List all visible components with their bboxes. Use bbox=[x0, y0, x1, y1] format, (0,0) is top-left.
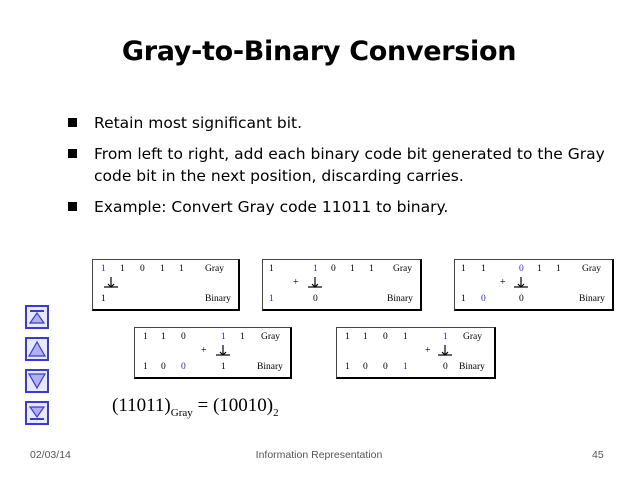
gray-bit-1: 1 bbox=[143, 332, 148, 342]
gray-bit-4: 1 bbox=[160, 264, 165, 274]
gray-bit-5: 1 bbox=[556, 264, 561, 274]
bullet-item: Retain most significant bit. bbox=[66, 112, 626, 134]
gray-bit-1: 1 bbox=[461, 264, 466, 274]
footer-title: Information Representation bbox=[255, 449, 383, 461]
binary-label: Binary bbox=[579, 294, 605, 304]
gray-bit-4: 1 bbox=[221, 332, 226, 342]
gray-bit-3: 0 bbox=[140, 264, 145, 274]
gray-bit-4: 1 bbox=[403, 332, 408, 342]
gray-bit-2: 1 bbox=[481, 264, 486, 274]
binary-bit-4: 1 bbox=[221, 362, 226, 372]
conversion-step-4: 1 1 0 1 1 Gray + 1 0 0 1 Binary bbox=[134, 327, 292, 379]
previous-slide-icon bbox=[27, 340, 47, 357]
binary-bit-1: 1 bbox=[345, 362, 350, 372]
binary-bit-2: 0 bbox=[363, 362, 368, 372]
equals-sign: = bbox=[192, 395, 213, 416]
binary-label: Binary bbox=[459, 362, 485, 372]
plus-sign: + bbox=[425, 345, 431, 356]
square-bullet-icon bbox=[68, 149, 77, 158]
previous-slide-button[interactable] bbox=[25, 337, 49, 361]
bullet-item: Example: Convert Gray code 11011 to bina… bbox=[66, 196, 626, 218]
page-number: 45 bbox=[592, 449, 604, 461]
down-arrow-icon bbox=[514, 277, 528, 288]
binary-bit-3: 0 bbox=[181, 362, 186, 372]
square-bullet-icon bbox=[68, 202, 77, 211]
bullet-text: Example: Convert Gray code 11011 to bina… bbox=[94, 198, 449, 216]
first-slide-icon bbox=[28, 310, 46, 324]
slide-title: Gray-to-Binary Conversion bbox=[121, 36, 517, 67]
bullet-list: Retain most significant bit. From left t… bbox=[66, 112, 626, 227]
last-slide-button[interactable] bbox=[25, 401, 49, 425]
binary-subscript: 2 bbox=[273, 406, 279, 419]
result-formula: (11011)Gray = (10010)2 bbox=[112, 395, 279, 419]
binary-label: Binary bbox=[387, 294, 413, 304]
gray-bit-5: 1 bbox=[369, 264, 374, 274]
bullet-item: From left to right, add each binary code… bbox=[66, 143, 626, 187]
binary-bit-2: 0 bbox=[481, 294, 486, 304]
square-bullet-icon bbox=[68, 118, 77, 127]
gray-bit-3: 0 bbox=[383, 332, 388, 342]
next-slide-icon bbox=[27, 373, 47, 390]
gray-bit-2: 1 bbox=[363, 332, 368, 342]
binary-bit-1: 1 bbox=[269, 294, 274, 304]
gray-value: (11011) bbox=[112, 395, 171, 416]
gray-subscript: Gray bbox=[170, 406, 193, 419]
gray-bit-5: 1 bbox=[443, 332, 448, 342]
gray-bit-1: 1 bbox=[345, 332, 350, 342]
binary-value: (10010) bbox=[212, 395, 274, 416]
gray-bit-5: 1 bbox=[179, 264, 184, 274]
conversion-step-2: 1 1 0 1 1 Gray + 1 0 Binary bbox=[262, 259, 422, 311]
plus-sign: + bbox=[201, 345, 207, 356]
plus-sign: + bbox=[293, 277, 299, 288]
gray-bit-3: 0 bbox=[331, 264, 336, 274]
binary-bit-5: 0 bbox=[443, 362, 448, 372]
down-arrow-icon bbox=[438, 345, 452, 356]
down-arrow-icon bbox=[216, 345, 230, 356]
binary-label: Binary bbox=[205, 294, 231, 304]
binary-bit-3: 0 bbox=[383, 362, 388, 372]
first-slide-button[interactable] bbox=[25, 305, 49, 329]
bullet-text: From left to right, add each binary code… bbox=[94, 145, 605, 185]
binary-label: Binary bbox=[257, 362, 283, 372]
gray-bit-3: 0 bbox=[519, 264, 524, 274]
binary-bit-2: 0 bbox=[161, 362, 166, 372]
down-arrow-icon bbox=[104, 277, 118, 288]
binary-bit-1: 1 bbox=[143, 362, 148, 372]
conversion-step-3: 1 1 0 1 1 Gray + 1 0 0 Binary bbox=[454, 259, 614, 311]
gray-label: Gray bbox=[205, 264, 224, 274]
footer-date: 02/03/14 bbox=[30, 449, 71, 461]
gray-bit-4: 1 bbox=[350, 264, 355, 274]
gray-bit-2: 1 bbox=[120, 264, 125, 274]
binary-bit-3: 0 bbox=[519, 294, 524, 304]
conversion-step-1: 1 1 0 1 1 Gray 1 Binary bbox=[92, 259, 240, 311]
gray-label: Gray bbox=[463, 332, 482, 342]
gray-bit-3: 0 bbox=[181, 332, 186, 342]
binary-bit-1: 1 bbox=[461, 294, 466, 304]
bullet-text: Retain most significant bit. bbox=[94, 114, 303, 132]
gray-label: Gray bbox=[582, 264, 601, 274]
gray-bit-4: 1 bbox=[537, 264, 542, 274]
conversion-step-5: 1 1 0 1 1 Gray + 1 0 0 1 0 Binary bbox=[336, 327, 496, 379]
binary-bit-4: 1 bbox=[403, 362, 408, 372]
gray-bit-1: 1 bbox=[269, 264, 274, 274]
gray-bit-2: 1 bbox=[313, 264, 318, 274]
plus-sign: + bbox=[500, 277, 506, 288]
gray-bit-2: 1 bbox=[161, 332, 166, 342]
next-slide-button[interactable] bbox=[25, 369, 49, 393]
last-slide-icon bbox=[28, 406, 46, 420]
gray-label: Gray bbox=[261, 332, 280, 342]
gray-bit-5: 1 bbox=[240, 332, 245, 342]
binary-bit-2: 0 bbox=[313, 294, 318, 304]
down-arrow-icon bbox=[308, 277, 322, 288]
binary-bit-1: 1 bbox=[101, 294, 106, 304]
gray-label: Gray bbox=[393, 264, 412, 274]
gray-bit-1: 1 bbox=[101, 264, 106, 274]
